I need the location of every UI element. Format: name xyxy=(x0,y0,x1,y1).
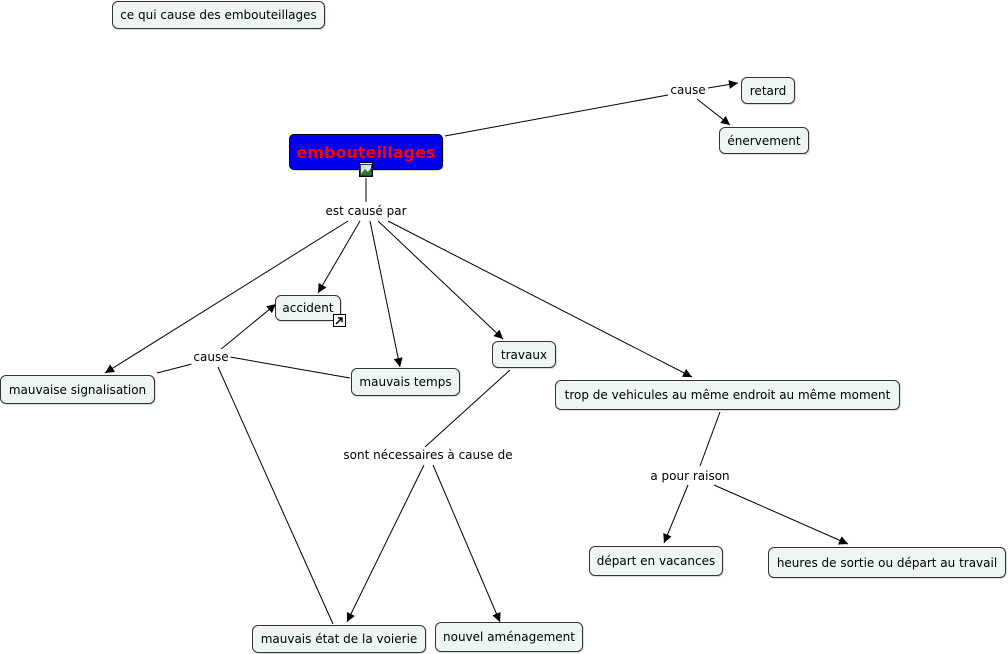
link-label-sont-necessaires[interactable]: sont nécessaires à cause de xyxy=(341,447,515,463)
link-arrow xyxy=(713,484,849,545)
concept-mauvaise-signalisation[interactable]: mauvaise signalisation xyxy=(0,375,155,404)
concept-heures-sortie[interactable]: heures de sortie ou départ au travail xyxy=(768,547,1006,578)
link-line xyxy=(156,363,193,374)
title-note[interactable]: ce qui cause des embouteillages xyxy=(112,1,325,29)
link-arrow xyxy=(219,303,277,351)
shortcut-arrow-icon[interactable] xyxy=(333,314,346,327)
link-line xyxy=(217,366,334,625)
link-label-est-cause-par[interactable]: est causé par xyxy=(323,203,409,219)
link-arrow xyxy=(369,220,403,368)
link-line xyxy=(424,369,511,448)
concept-travaux[interactable]: travaux xyxy=(492,341,556,368)
concept-depart-vacances[interactable]: départ en vacances xyxy=(589,546,723,576)
main-concept-label: embouteillages xyxy=(296,142,436,162)
image-icon[interactable] xyxy=(359,162,373,177)
concept-etat-voierie[interactable]: mauvais état de la voierie xyxy=(252,625,426,653)
link-label-cause-top[interactable]: cause xyxy=(668,82,708,98)
link-arrow xyxy=(696,98,731,126)
concept-retard[interactable]: retard xyxy=(741,77,795,104)
link-arrow xyxy=(707,80,739,89)
link-arrow xyxy=(377,220,504,340)
link-label-a-pour-raison[interactable]: a pour raison xyxy=(648,468,732,484)
link-arrow xyxy=(432,464,501,623)
concept-trop-vehicules[interactable]: trop de vehicules au même endroit au mêm… xyxy=(555,380,900,410)
link-line xyxy=(229,356,351,379)
concept-nouvel-amenagement[interactable]: nouvel aménagement xyxy=(435,622,583,652)
link-arrow xyxy=(104,220,349,374)
concept-accident[interactable]: accident xyxy=(275,295,341,321)
link-arrow xyxy=(346,464,425,623)
link-arrow xyxy=(663,484,689,544)
link-label-cause-left[interactable]: cause xyxy=(191,349,231,365)
concept-enervement[interactable]: énervement xyxy=(719,127,809,154)
link-line xyxy=(699,411,721,467)
link-line xyxy=(444,94,669,137)
link-arrow xyxy=(317,220,361,294)
link-arrow xyxy=(387,220,693,378)
concept-mauvais-temps[interactable]: mauvais temps xyxy=(351,368,460,396)
